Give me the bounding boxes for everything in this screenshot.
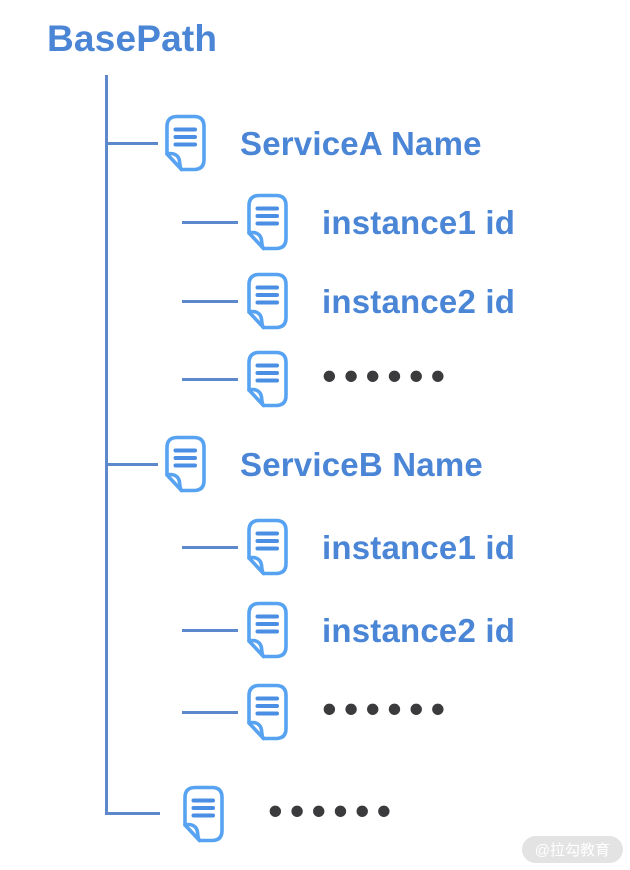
document-icon	[163, 435, 208, 493]
tree-node-label: instance1 id	[322, 203, 516, 241]
watermark-text: @拉勾教育	[534, 842, 610, 859]
tree-node-servicea-instance1: instance1 id	[182, 193, 515, 251]
document-icon	[181, 785, 226, 843]
tree-node-servicea: ServiceA Name	[105, 114, 482, 172]
tree-node-more-services: ••••••	[181, 785, 398, 843]
tree-node-servicea-instance2: instance2 id	[182, 272, 515, 330]
branch-line	[182, 545, 238, 549]
document-icon	[163, 114, 208, 172]
tree-node-servicea-more: ••••••	[182, 350, 452, 408]
branch-line	[182, 710, 238, 714]
ellipsis-dots: ••••••	[268, 787, 399, 834]
tree-node-label: instance2 id	[322, 611, 516, 649]
branch-line	[182, 628, 238, 632]
tree-node-label: ServiceB Name	[240, 445, 483, 483]
tree-node-serviceb-instance2: instance2 id	[182, 601, 515, 659]
document-icon	[245, 193, 290, 251]
ellipsis-dots: ••••••	[322, 685, 453, 732]
document-icon	[245, 683, 290, 741]
tree-node-serviceb: ServiceB Name	[105, 435, 483, 493]
tree-node-serviceb-more: ••••••	[182, 683, 452, 741]
tree-node-label: instance2 id	[322, 282, 516, 320]
tree-node-label: ServiceA Name	[240, 124, 482, 162]
branch-line	[105, 462, 158, 466]
branch-line	[105, 141, 158, 145]
tree-trunk-line	[105, 75, 160, 815]
tree-node-serviceb-instance1: instance1 id	[182, 518, 515, 576]
diagram-title: BasePath	[47, 18, 218, 59]
ellipsis-dots: ••••••	[322, 352, 453, 399]
branch-line	[182, 377, 238, 381]
document-icon	[245, 272, 290, 330]
document-icon	[245, 601, 290, 659]
branch-line	[182, 220, 238, 224]
document-icon	[245, 518, 290, 576]
watermark-badge: @拉勾教育	[521, 836, 623, 863]
document-icon	[245, 350, 290, 408]
branch-line	[182, 299, 238, 303]
tree-node-label: instance1 id	[322, 528, 516, 566]
